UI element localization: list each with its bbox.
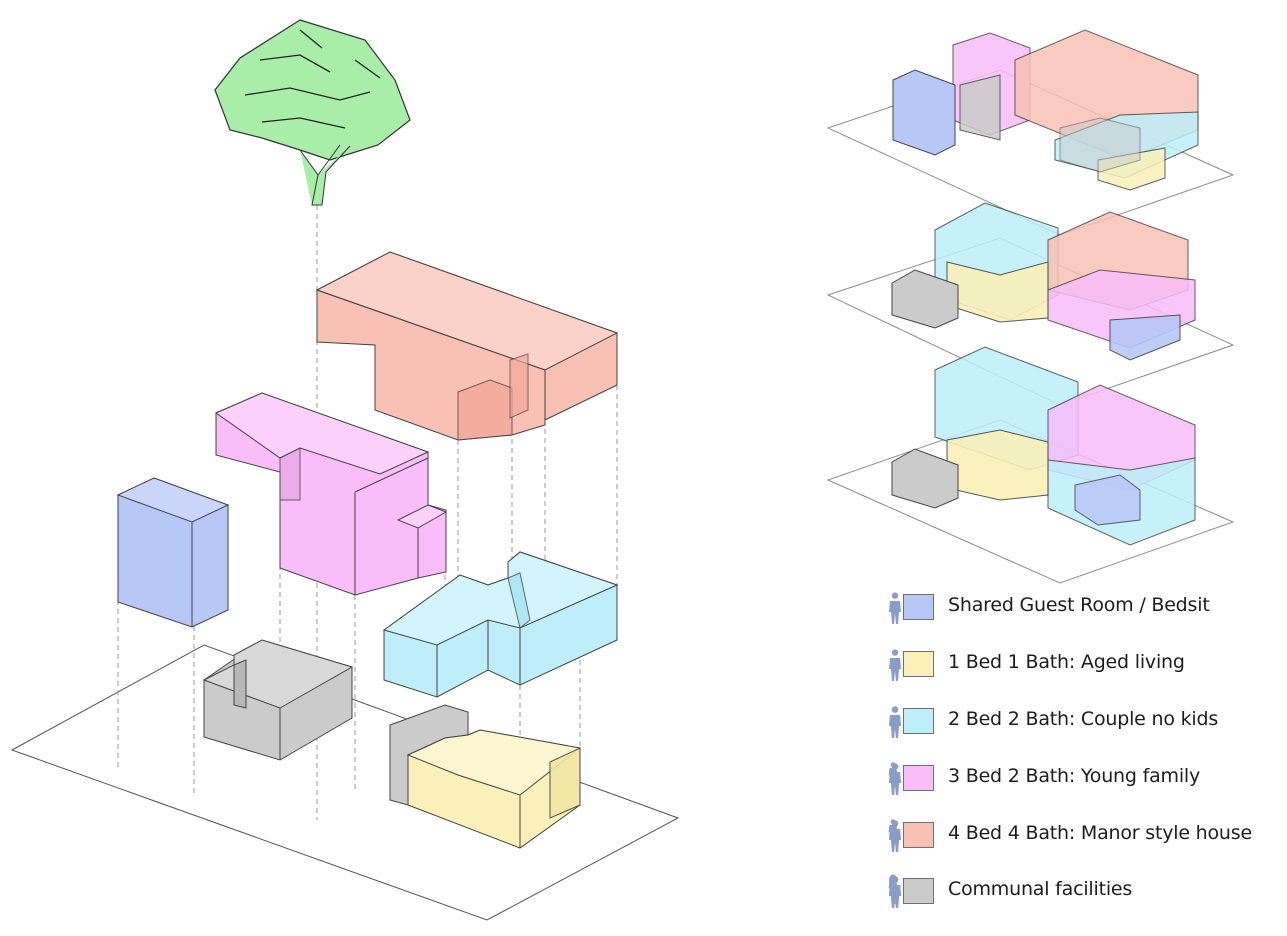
legend-label: 1 Bed 1 Bath: Aged living (948, 651, 1185, 673)
legend-item-guest: Shared Guest Room / Bedsit (760, 590, 1280, 626)
legend-label: 2 Bed 2 Bath: Couple no kids (948, 708, 1218, 730)
legend-item-communal: Communal facilities (760, 874, 1280, 910)
tree-icon (215, 20, 410, 205)
mini-axo-3 (892, 347, 1195, 545)
person-icon (888, 590, 902, 624)
legend-label: Communal facilities (948, 878, 1132, 900)
legend-swatch (903, 878, 934, 904)
legend-item-young: 3 Bed 2 Bath: Young family (760, 761, 1280, 797)
child-person-icon (888, 818, 898, 840)
manor-block (317, 252, 617, 440)
legend-swatch (903, 822, 934, 848)
person-icon (888, 704, 902, 738)
person-icon (888, 647, 902, 681)
person-icon (888, 761, 902, 795)
guest-block (118, 478, 228, 627)
person-icon (888, 874, 902, 908)
legend-swatch (903, 765, 934, 791)
legend-label: Shared Guest Room / Bedsit (948, 594, 1210, 616)
aged-block (390, 705, 580, 848)
legend-swatch (903, 594, 934, 620)
legend-swatch (903, 651, 934, 677)
legend-item-manor: 4 Bed 4 Bath: Manor style house (760, 818, 1280, 854)
legend-label: 3 Bed 2 Bath: Young family (948, 765, 1200, 787)
mini-axo-2 (892, 203, 1195, 360)
legend-item-couple: 2 Bed 2 Bath: Couple no kids (760, 704, 1280, 740)
legend-swatch (903, 708, 934, 734)
communal-block (204, 640, 352, 760)
legend-label: 4 Bed 4 Bath: Manor style house (948, 822, 1252, 844)
mini-axo-1 (893, 30, 1198, 190)
legend-item-aged: 1 Bed 1 Bath: Aged living (760, 647, 1280, 683)
